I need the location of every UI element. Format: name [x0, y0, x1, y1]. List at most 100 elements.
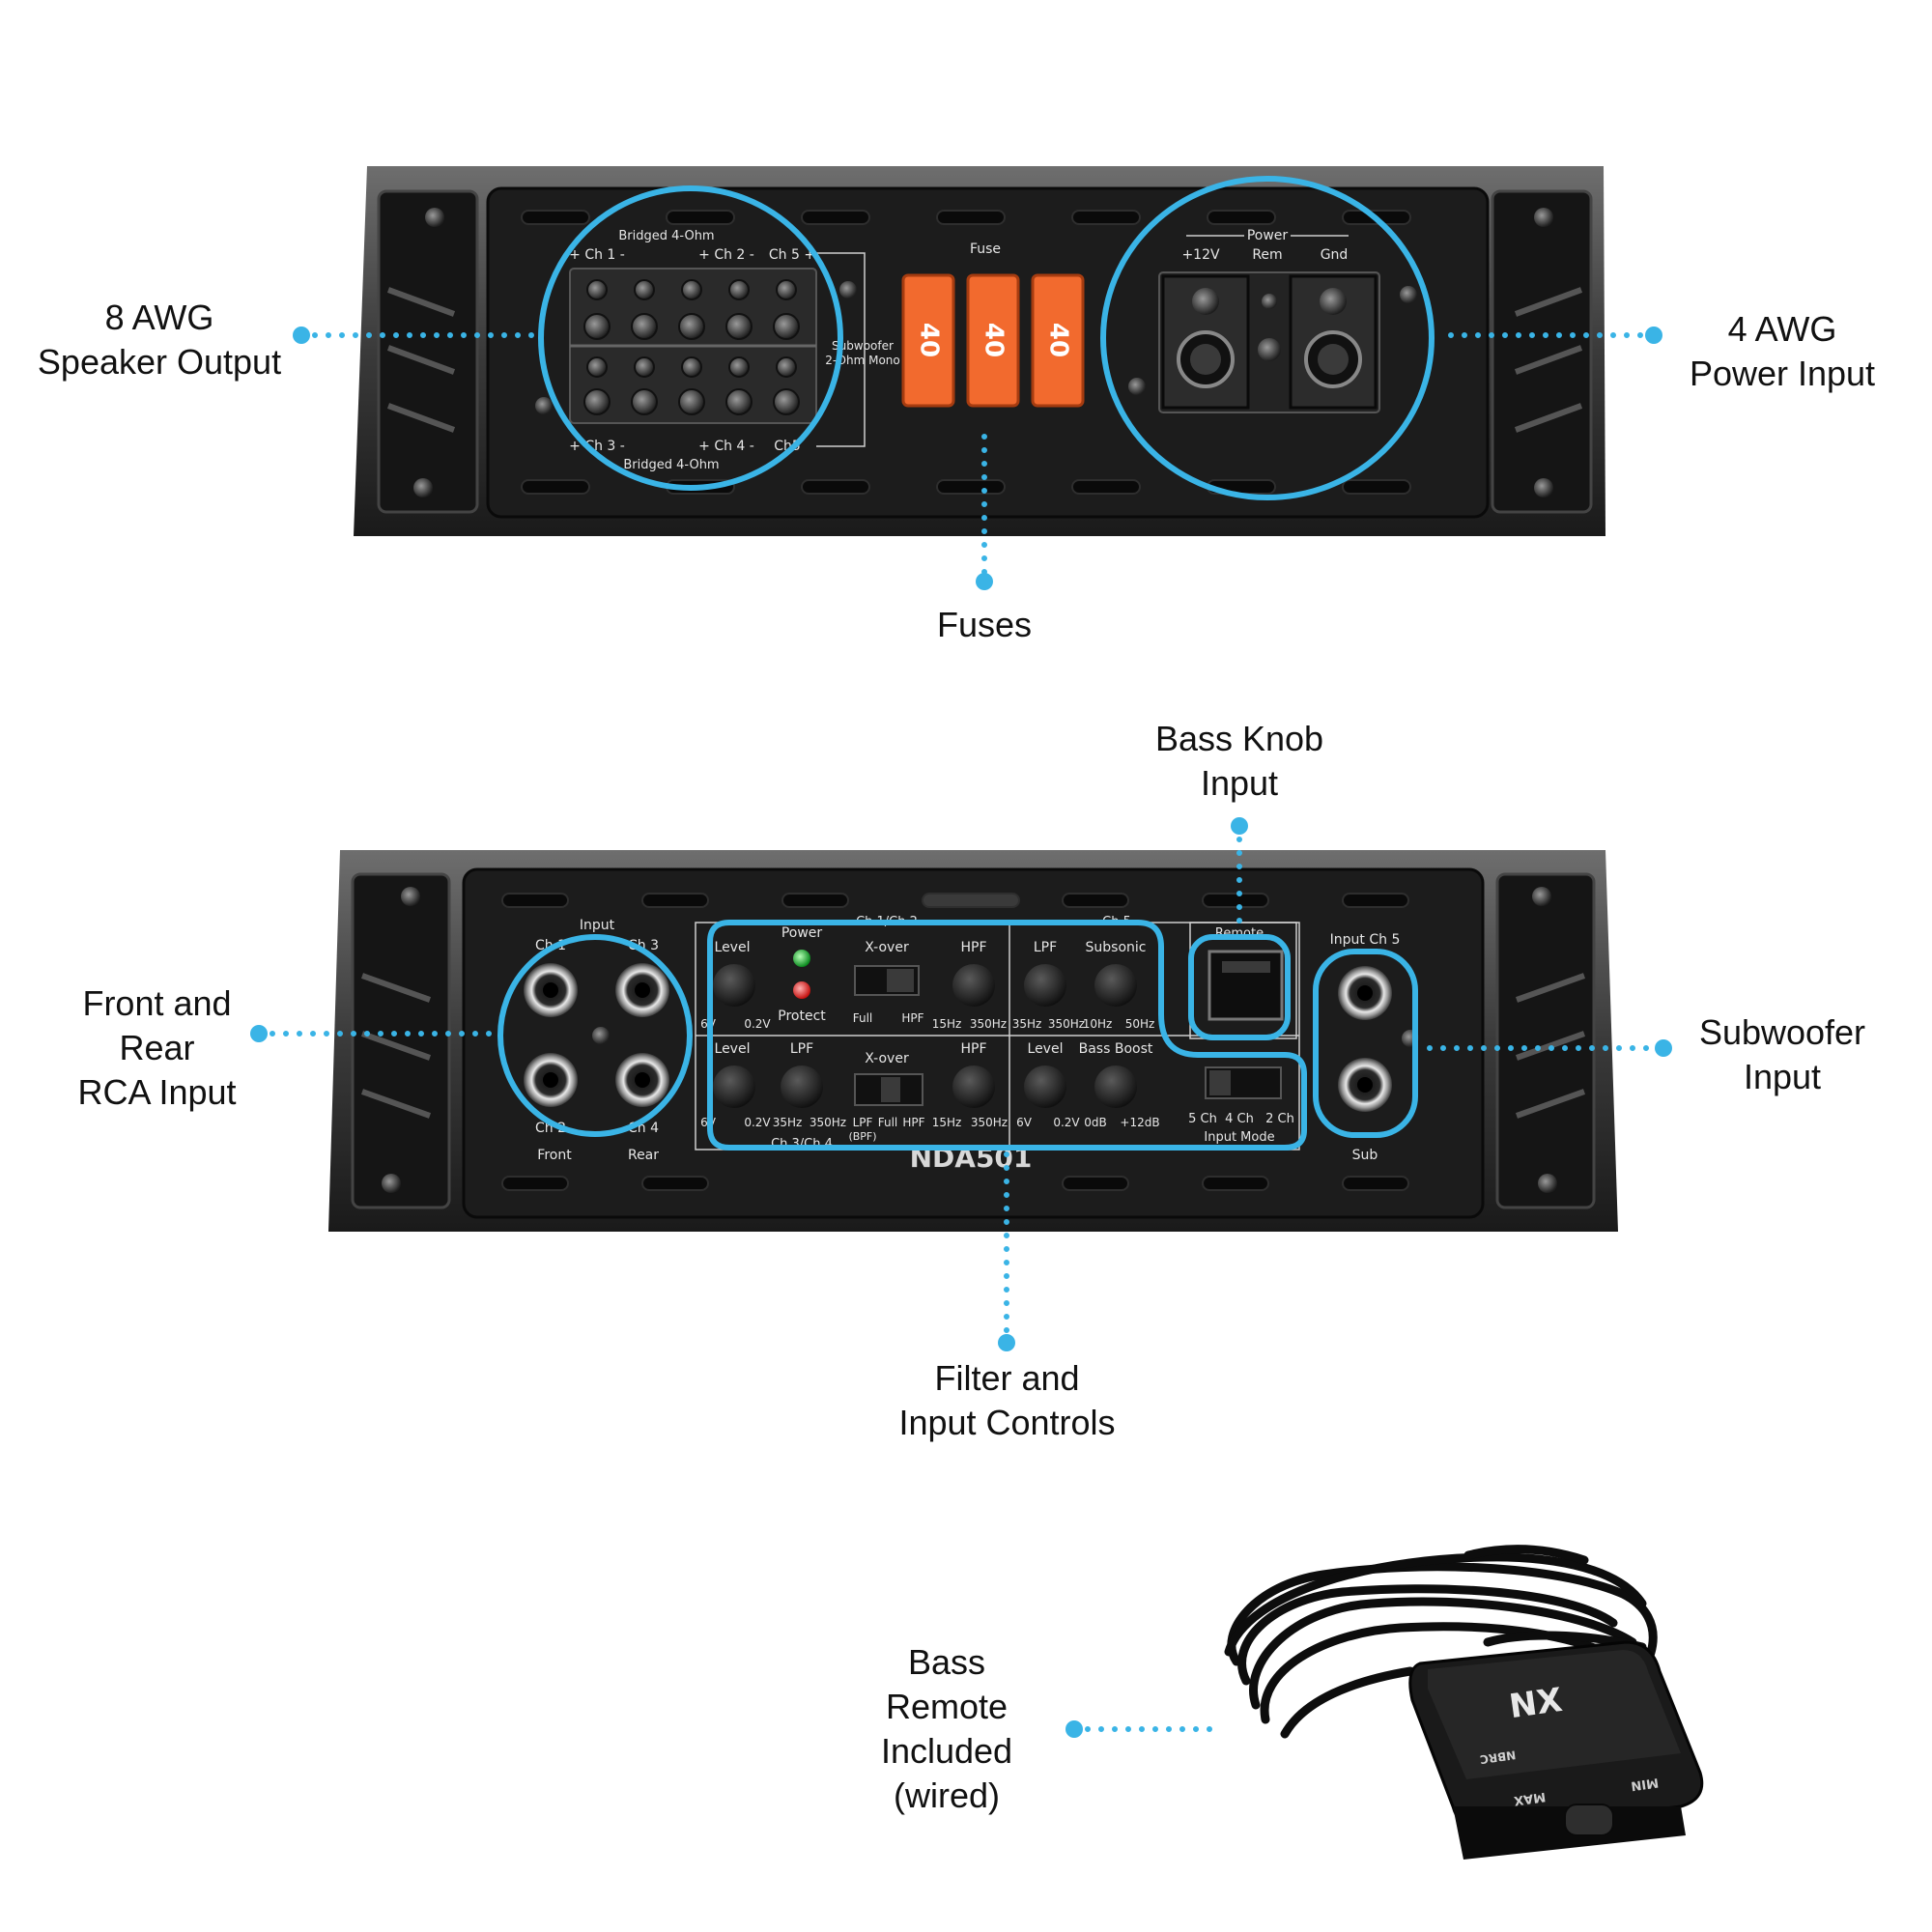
callout-speaker-output-line1: 8 AWG: [104, 298, 214, 337]
remote-min-label: MIN: [1630, 1775, 1659, 1793]
silk-r2-level: Level: [715, 1041, 751, 1057]
amplifier-control-view: Input Ch 1 Ch 3 Ch 2 Ch 4 Front Rear Ch …: [328, 850, 1618, 1232]
leader-dots-top: [293, 327, 1662, 590]
silk-subwoofer: Subwoofer: [832, 339, 894, 353]
callout-power-input-line1: 4 AWG: [1727, 309, 1837, 349]
callout-graphics-top: [538, 176, 1435, 500]
remote-volume-knob: [1564, 1804, 1614, 1836]
amplifier-top-view: Bridged 4-Ohm + Ch 1 - + Ch 2 - Ch 5 + S…: [354, 166, 1605, 536]
fuse-value-3: 40: [1044, 323, 1073, 357]
knob-ch12-level: [713, 964, 755, 1007]
silk-plus12v: +12V: [1181, 247, 1220, 263]
callout-rca-input-line2: Rear: [119, 1028, 195, 1067]
silk-r2-hpf: HPF: [902, 1116, 924, 1129]
knob-ch12-hpf: [952, 964, 995, 1007]
callout-speaker-output: 8 AWG Speaker Output: [19, 296, 299, 384]
callout-fuses: Fuses: [888, 603, 1081, 647]
controls-row-ch34-ch5: Level 6V 0.2V LPF 35Hz 350Hz X-over LPF …: [700, 1041, 1160, 1143]
callout-rca-input-line3: RCA Input: [77, 1072, 237, 1112]
silk-r1-hpf-min: 15Hz: [932, 1017, 962, 1031]
silk-sub: Sub: [1352, 1148, 1378, 1163]
silk-r2-level5-min: 6V: [1016, 1116, 1033, 1129]
knob-ch5-subsonic: [1094, 964, 1137, 1007]
silk-ch4: + Ch 4 -: [698, 439, 754, 454]
silk-rear: Rear: [628, 1148, 659, 1163]
silk-r2-bpf: (BPF): [848, 1130, 876, 1143]
callout-filter-controls-line1: Filter and: [934, 1358, 1080, 1398]
remote-model: NBRC: [1479, 1747, 1517, 1766]
power-led: [793, 950, 810, 967]
silk-r2-lpf: LPF: [790, 1041, 813, 1057]
callout-speaker-output-line2: Speaker Output: [37, 342, 282, 382]
silk-r2-full: Full: [878, 1116, 898, 1129]
highlight-subwoofer-input: [1313, 949, 1418, 1138]
fuse-value-2: 40: [980, 323, 1009, 357]
callout-subwoofer-input-line2: Input: [1743, 1057, 1822, 1096]
protect-led: [793, 981, 810, 999]
remote-max-label: MAX: [1513, 1789, 1547, 1807]
callout-bass-remote: Bass Remote Included (wired): [850, 1640, 1043, 1818]
callout-bass-remote-line1: Bass: [907, 1642, 986, 1682]
silk-r2-bass-boost: Bass Boost: [1079, 1041, 1153, 1057]
silk-r1-hpf: HPF: [901, 1011, 923, 1025]
knob-ch34-level: [713, 1065, 755, 1108]
leader-lines-bottom: [256, 823, 1666, 1732]
highlight-power-input: [1100, 176, 1435, 500]
silk-ch1: + Ch 1 -: [569, 247, 625, 263]
silk-r1-level: Level: [715, 940, 751, 955]
silk-input-mode: Input Mode: [1204, 1130, 1274, 1145]
knob-ch5-bass-boost: [1094, 1065, 1137, 1108]
sub-rca-input: Input Ch 5 Sub: [1330, 932, 1419, 1163]
speaker-terminal-block: Bridged 4-Ohm + Ch 1 - + Ch 2 - Ch 5 + S…: [569, 229, 900, 472]
callout-bass-knob-input-line1: Bass Knob: [1154, 719, 1324, 758]
silk-r2-lpf-max: 350Hz: [810, 1116, 846, 1129]
callout-subwoofer-input-line1: Subwoofer: [1698, 1012, 1866, 1052]
silk-mode-2ch: 2 Ch: [1265, 1112, 1294, 1126]
silk-r2-bb-max: +12dB: [1120, 1116, 1159, 1129]
silk-r1-level-max: 0.2V: [744, 1017, 771, 1031]
silk-power: Power: [1247, 228, 1289, 243]
leader-dots-bottom: [250, 817, 1672, 1738]
callout-bass-knob-input: Bass Knob Input: [1104, 717, 1375, 806]
callout-bass-remote-line2: Remote: [885, 1687, 1009, 1726]
fuse-value-1: 40: [915, 323, 944, 357]
highlight-rca-input: [497, 934, 693, 1137]
callout-bass-remote-line3: Included: [880, 1731, 1013, 1771]
power-terminal-block: Power +12V Rem Gnd: [1158, 228, 1380, 413]
silk-r2-level5: Level: [1028, 1041, 1064, 1057]
silk-r2-bb-min: 0dB: [1084, 1116, 1106, 1129]
silk-r2-lpf-bpf: LPF: [853, 1116, 873, 1129]
silk-bridged-top: Bridged 4-Ohm: [618, 229, 714, 243]
controls-row-ch12-ch5: Level 6V 0.2V X-over Full HPF HPF 15Hz 3…: [700, 940, 1154, 1031]
fuse-bank: Fuse 40 40 40: [901, 242, 1085, 408]
silk-r1-lpf-min: 35Hz: [1012, 1017, 1042, 1031]
callout-bass-remote-line4: (wired): [893, 1776, 1000, 1815]
silk-fuse: Fuse: [970, 242, 1001, 257]
silk-r2-xover: X-over: [865, 1051, 909, 1066]
knob-ch34-lpf: [781, 1065, 823, 1108]
callout-power-input: 4 AWG Power Input: [1662, 307, 1903, 396]
silk-r1-lpf: LPF: [1034, 940, 1057, 955]
knob-ch5-lpf: [1024, 964, 1066, 1007]
silk-2ohm-mono: 2-Ohm Mono: [825, 354, 900, 367]
callout-fuses-line1: Fuses: [936, 605, 1033, 644]
silk-r2-lpf-min: 35Hz: [773, 1116, 803, 1129]
callout-rca-input-line1: Front and: [82, 983, 232, 1023]
silk-ch5: Ch 5 +: [769, 247, 815, 263]
leader-lines-top: [298, 332, 1657, 584]
silk-r2-level5-max: 0.2V: [1053, 1116, 1080, 1129]
silk-power-led: Power: [781, 925, 823, 941]
silk-r2-hpf-knob: HPF: [960, 1041, 986, 1057]
silk-r1-hpf-max: 350Hz: [970, 1017, 1007, 1031]
silk-r1-subsonic: Subsonic: [1086, 940, 1147, 955]
remote-logo: NX: [1507, 1681, 1565, 1726]
silk-r2-hpf-min: 15Hz: [932, 1116, 962, 1129]
highlight-bass-knob-input: [1188, 934, 1291, 1040]
callout-filter-controls-line2: Input Controls: [898, 1403, 1116, 1442]
callout-bass-knob-input-line2: Input: [1200, 763, 1279, 803]
silk-mode-4ch: 4 Ch: [1225, 1112, 1254, 1126]
silk-r1-sub-max: 50Hz: [1125, 1017, 1155, 1031]
silk-front: Front: [537, 1148, 572, 1163]
highlight-speaker-output: [538, 185, 843, 491]
